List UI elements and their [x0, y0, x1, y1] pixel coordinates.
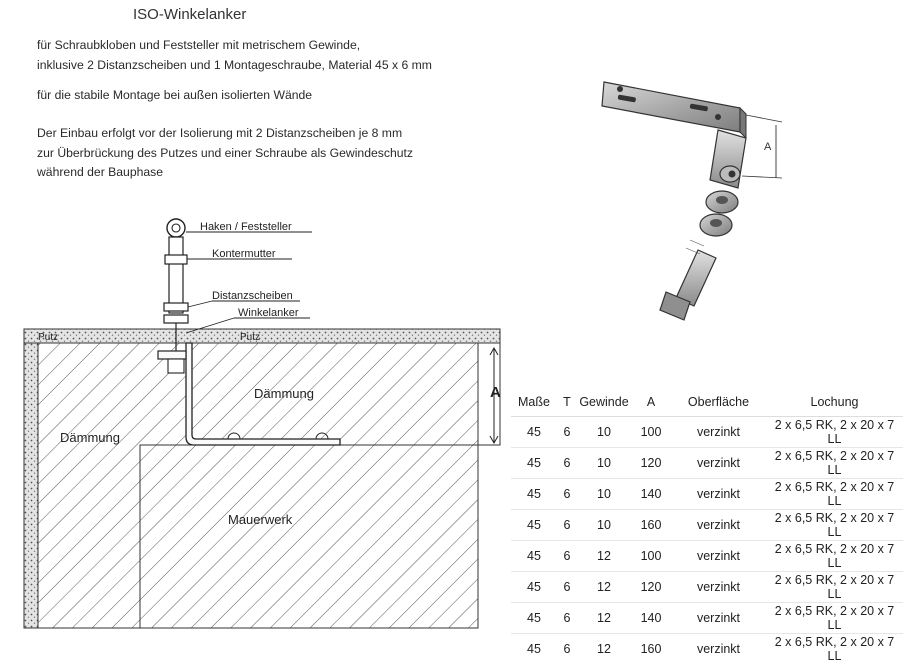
- header-gewinde: Gewinde: [577, 388, 631, 417]
- cell-lochung: 2 x 6,5 RK, 2 x 20 x 7 LL: [766, 541, 903, 572]
- install-line-2: zur Überbrückung des Putzes und einer Sc…: [37, 144, 413, 163]
- intro-line-3: für die stabile Montage bei außen isolie…: [37, 86, 312, 105]
- header-oberflaeche: Oberfläche: [671, 388, 766, 417]
- cell-t: 6: [557, 603, 577, 634]
- table-header-row: Maße T Gewinde A Oberfläche Lochung: [511, 388, 903, 417]
- plaster-layer-top: [24, 329, 500, 343]
- label-insulation-left: Dämmung: [60, 430, 120, 445]
- cell-t: 6: [557, 541, 577, 572]
- cell-masse: 45: [511, 603, 557, 634]
- cell-lochung: 2 x 6,5 RK, 2 x 20 x 7 LL: [766, 603, 903, 634]
- cell-masse: 45: [511, 510, 557, 541]
- cell-lochung: 2 x 6,5 RK, 2 x 20 x 7 LL: [766, 417, 903, 448]
- cell-masse: 45: [511, 417, 557, 448]
- table-row: 45 6 10 140 verzinkt 2 x 6,5 RK, 2 x 20 …: [511, 479, 903, 510]
- cell-oberflaeche: verzinkt: [671, 634, 766, 664]
- cell-oberflaeche: verzinkt: [671, 448, 766, 479]
- cell-masse: 45: [511, 572, 557, 603]
- cell-t: 6: [557, 510, 577, 541]
- cell-lochung: 2 x 6,5 RK, 2 x 20 x 7 LL: [766, 634, 903, 664]
- label-masonry: Mauerwerk: [228, 512, 293, 527]
- cell-oberflaeche: verzinkt: [671, 572, 766, 603]
- header-t: T: [557, 388, 577, 417]
- cell-lochung: 2 x 6,5 RK, 2 x 20 x 7 LL: [766, 572, 903, 603]
- cell-a: 140: [631, 479, 671, 510]
- lock-nut: [165, 255, 187, 264]
- cell-gewinde: 12: [577, 572, 631, 603]
- cell-t: 6: [557, 572, 577, 603]
- cell-a: 160: [631, 510, 671, 541]
- cell-t: 6: [557, 448, 577, 479]
- label-hook: Haken / Feststeller: [200, 221, 292, 233]
- cell-masse: 45: [511, 634, 557, 664]
- cell-gewinde: 12: [577, 603, 631, 634]
- cell-oberflaeche: verzinkt: [671, 510, 766, 541]
- cell-oberflaeche: verzinkt: [671, 603, 766, 634]
- anchor-screw-end: [168, 359, 184, 373]
- page-title: ISO-Winkelanker: [133, 6, 246, 23]
- cell-lochung: 2 x 6,5 RK, 2 x 20 x 7 LL: [766, 510, 903, 541]
- cell-a: 100: [631, 417, 671, 448]
- header-lochung: Lochung: [766, 388, 903, 417]
- product-dimension-label: A: [764, 141, 772, 153]
- hook-shaft: [169, 237, 183, 313]
- intro-line-1: für Schraubkloben und Feststeller mit me…: [37, 36, 360, 55]
- table-row: 45 6 12 120 verzinkt 2 x 6,5 RK, 2 x 20 …: [511, 572, 903, 603]
- cell-a: 160: [631, 634, 671, 664]
- header-masse: Maße: [511, 388, 557, 417]
- label-spacer-washers: Distanzscheiben: [212, 290, 293, 302]
- anchor-top-plate: [158, 351, 186, 359]
- masonry-area: [140, 445, 478, 628]
- specification-table: Maße T Gewinde A Oberfläche Lochung 45 6…: [511, 388, 903, 664]
- cell-gewinde: 12: [577, 634, 631, 664]
- plaster-layer-left: [24, 343, 38, 628]
- cell-masse: 45: [511, 479, 557, 510]
- install-line-3: während der Bauphase: [37, 163, 163, 182]
- cell-gewinde: 10: [577, 417, 631, 448]
- label-angle-anchor: Winkelanker: [238, 307, 299, 319]
- cell-a: 120: [631, 572, 671, 603]
- cell-gewinde: 10: [577, 448, 631, 479]
- table-row: 45 6 10 120 verzinkt 2 x 6,5 RK, 2 x 20 …: [511, 448, 903, 479]
- cell-gewinde: 10: [577, 510, 631, 541]
- cell-t: 6: [557, 479, 577, 510]
- cell-a: 140: [631, 603, 671, 634]
- header-a: A: [631, 388, 671, 417]
- cell-masse: 45: [511, 541, 557, 572]
- intro-line-2: inklusive 2 Distanzscheiben und 1 Montag…: [37, 56, 432, 75]
- label-lock-nut: Kontermutter: [212, 248, 276, 260]
- label-plaster-left: Putz: [38, 332, 58, 343]
- table-row: 45 6 12 160 verzinkt 2 x 6,5 RK, 2 x 20 …: [511, 634, 903, 664]
- product-bolt-shaft: [676, 250, 716, 306]
- cell-a: 100: [631, 541, 671, 572]
- dimension-label-a: A: [490, 384, 501, 401]
- cell-lochung: 2 x 6,5 RK, 2 x 20 x 7 LL: [766, 448, 903, 479]
- cell-a: 120: [631, 448, 671, 479]
- cell-masse: 45: [511, 448, 557, 479]
- table-row: 45 6 10 100 verzinkt 2 x 6,5 RK, 2 x 20 …: [511, 417, 903, 448]
- installation-drawing: Haken / Feststeller Kontermutter Distanz…: [0, 205, 505, 632]
- cell-gewinde: 12: [577, 541, 631, 572]
- label-plaster-right: Putz: [240, 332, 260, 343]
- cell-lochung: 2 x 6,5 RK, 2 x 20 x 7 LL: [766, 479, 903, 510]
- install-line-1: Der Einbau erfolgt vor der Isolierung mi…: [37, 124, 402, 143]
- cell-t: 6: [557, 634, 577, 664]
- cell-oberflaeche: verzinkt: [671, 479, 766, 510]
- cell-oberflaeche: verzinkt: [671, 541, 766, 572]
- cell-oberflaeche: verzinkt: [671, 417, 766, 448]
- table-row: 45 6 12 140 verzinkt 2 x 6,5 RK, 2 x 20 …: [511, 603, 903, 634]
- label-insulation-upper: Dämmung: [254, 386, 314, 401]
- spacer-washer-2: [164, 315, 188, 323]
- spacer-washer-1: [164, 303, 188, 311]
- cell-t: 6: [557, 417, 577, 448]
- cell-gewinde: 10: [577, 479, 631, 510]
- table-row: 45 6 10 160 verzinkt 2 x 6,5 RK, 2 x 20 …: [511, 510, 903, 541]
- product-image: A: [590, 70, 790, 325]
- table-row: 45 6 12 100 verzinkt 2 x 6,5 RK, 2 x 20 …: [511, 541, 903, 572]
